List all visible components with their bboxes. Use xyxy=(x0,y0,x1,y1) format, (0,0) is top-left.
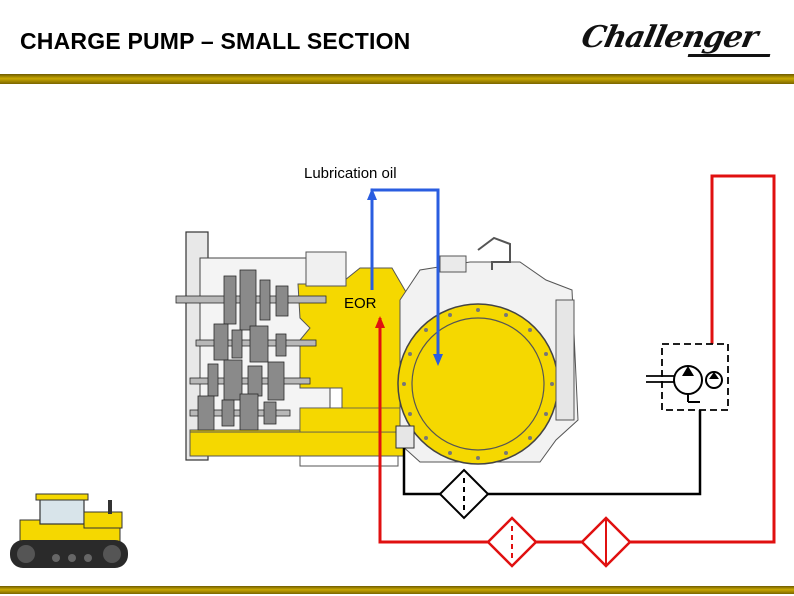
gear xyxy=(267,361,285,401)
housing-top-box xyxy=(305,251,347,287)
pump-small-arrow xyxy=(709,372,719,379)
right-flange xyxy=(555,299,575,421)
gear xyxy=(263,401,277,425)
gear xyxy=(223,275,237,325)
lubrication-line xyxy=(370,188,440,362)
eor-label: EOR xyxy=(344,295,377,312)
track-wheel xyxy=(103,545,121,563)
top-fitting xyxy=(439,255,467,273)
tractor-cab xyxy=(39,497,85,525)
gear xyxy=(239,393,259,431)
footer-rule xyxy=(0,586,794,594)
pressure-filter-left xyxy=(486,516,538,568)
header-rule xyxy=(0,74,794,84)
page-title: CHARGE PUMP – SMALL SECTION xyxy=(20,28,411,54)
gear-train xyxy=(175,269,327,431)
track-roller xyxy=(68,554,76,562)
ring-gear-inner xyxy=(411,317,545,451)
breather-pipe xyxy=(477,236,511,270)
return-filter xyxy=(438,468,490,520)
charge-pump-symbol xyxy=(646,343,729,411)
gear xyxy=(247,365,263,397)
lubrication-oil-label: Lubrication oil xyxy=(304,165,397,182)
tractor-track xyxy=(10,540,128,568)
return-line xyxy=(402,402,702,496)
cover-bolts xyxy=(402,308,554,460)
housing-mid-band xyxy=(299,407,411,433)
tractor-hood xyxy=(83,511,123,529)
differential-housing xyxy=(395,236,579,465)
lubrication-arrow-down xyxy=(433,354,443,366)
pressure-filter-right xyxy=(580,516,632,568)
lubrication-arrow-up xyxy=(367,188,377,200)
gear xyxy=(259,279,271,321)
track-roller xyxy=(84,554,92,562)
gear xyxy=(207,363,219,397)
gear xyxy=(239,269,257,331)
drain-block xyxy=(395,425,415,449)
housing-bottom-band xyxy=(189,431,405,457)
pressure-arrow-up xyxy=(375,316,385,328)
gear xyxy=(197,395,215,431)
gear xyxy=(275,285,289,317)
gear xyxy=(249,325,269,363)
gear xyxy=(223,359,243,401)
tractor-exhaust xyxy=(108,500,112,514)
tractor-roof xyxy=(35,493,89,501)
gear xyxy=(275,333,287,357)
gear xyxy=(213,323,229,361)
gear xyxy=(221,399,235,427)
gear xyxy=(231,329,243,359)
track-wheel xyxy=(17,545,35,563)
track-roller xyxy=(52,554,60,562)
pump-arrow xyxy=(682,366,694,376)
tractor-illustration xyxy=(10,493,128,568)
pressure-line xyxy=(378,174,776,544)
housing-bottom-lip xyxy=(299,456,399,467)
